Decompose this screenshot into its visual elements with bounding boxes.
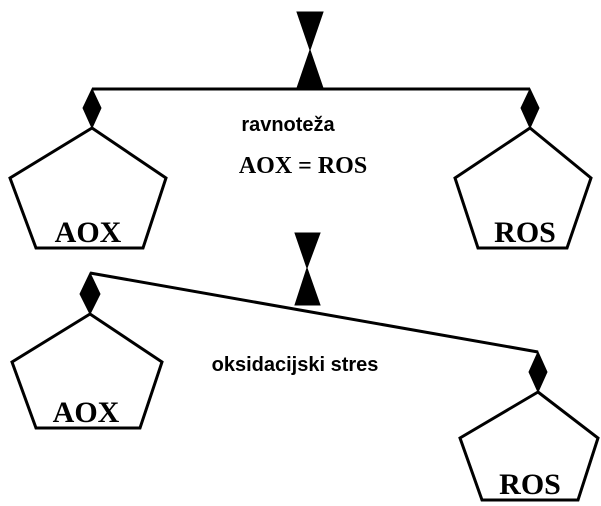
balanced-caption: ravnoteža	[241, 114, 335, 136]
stress-scale	[10, 232, 600, 502]
balanced-right-hanger	[520, 87, 540, 130]
balanced-right-weight-label: ROS	[494, 216, 556, 249]
stress-fulcrum-top	[294, 232, 321, 270]
balanced-left-hanger	[82, 87, 102, 130]
balanced-right-weight	[453, 126, 593, 250]
balanced-fulcrum-bottom	[296, 48, 324, 89]
balanced-left-weight	[8, 126, 168, 250]
stress-right-hanger	[528, 350, 548, 394]
stress-beam	[89, 271, 539, 354]
stress-right-weight-label: ROS	[499, 468, 561, 501]
stress-left-weight	[10, 312, 164, 430]
stress-left-weight-label: AOX	[53, 396, 120, 429]
balanced-fulcrum-top	[296, 11, 324, 52]
balanced-scale	[8, 11, 593, 250]
stress-fulcrum-bottom	[294, 266, 321, 306]
stress-left-hanger	[79, 271, 101, 316]
balanced-left-weight-label: AOX	[55, 216, 122, 249]
stress-right-weight	[458, 390, 600, 502]
balanced-equation: AOX = ROS	[239, 153, 367, 179]
stress-caption: oksidacijski stres	[212, 354, 379, 376]
